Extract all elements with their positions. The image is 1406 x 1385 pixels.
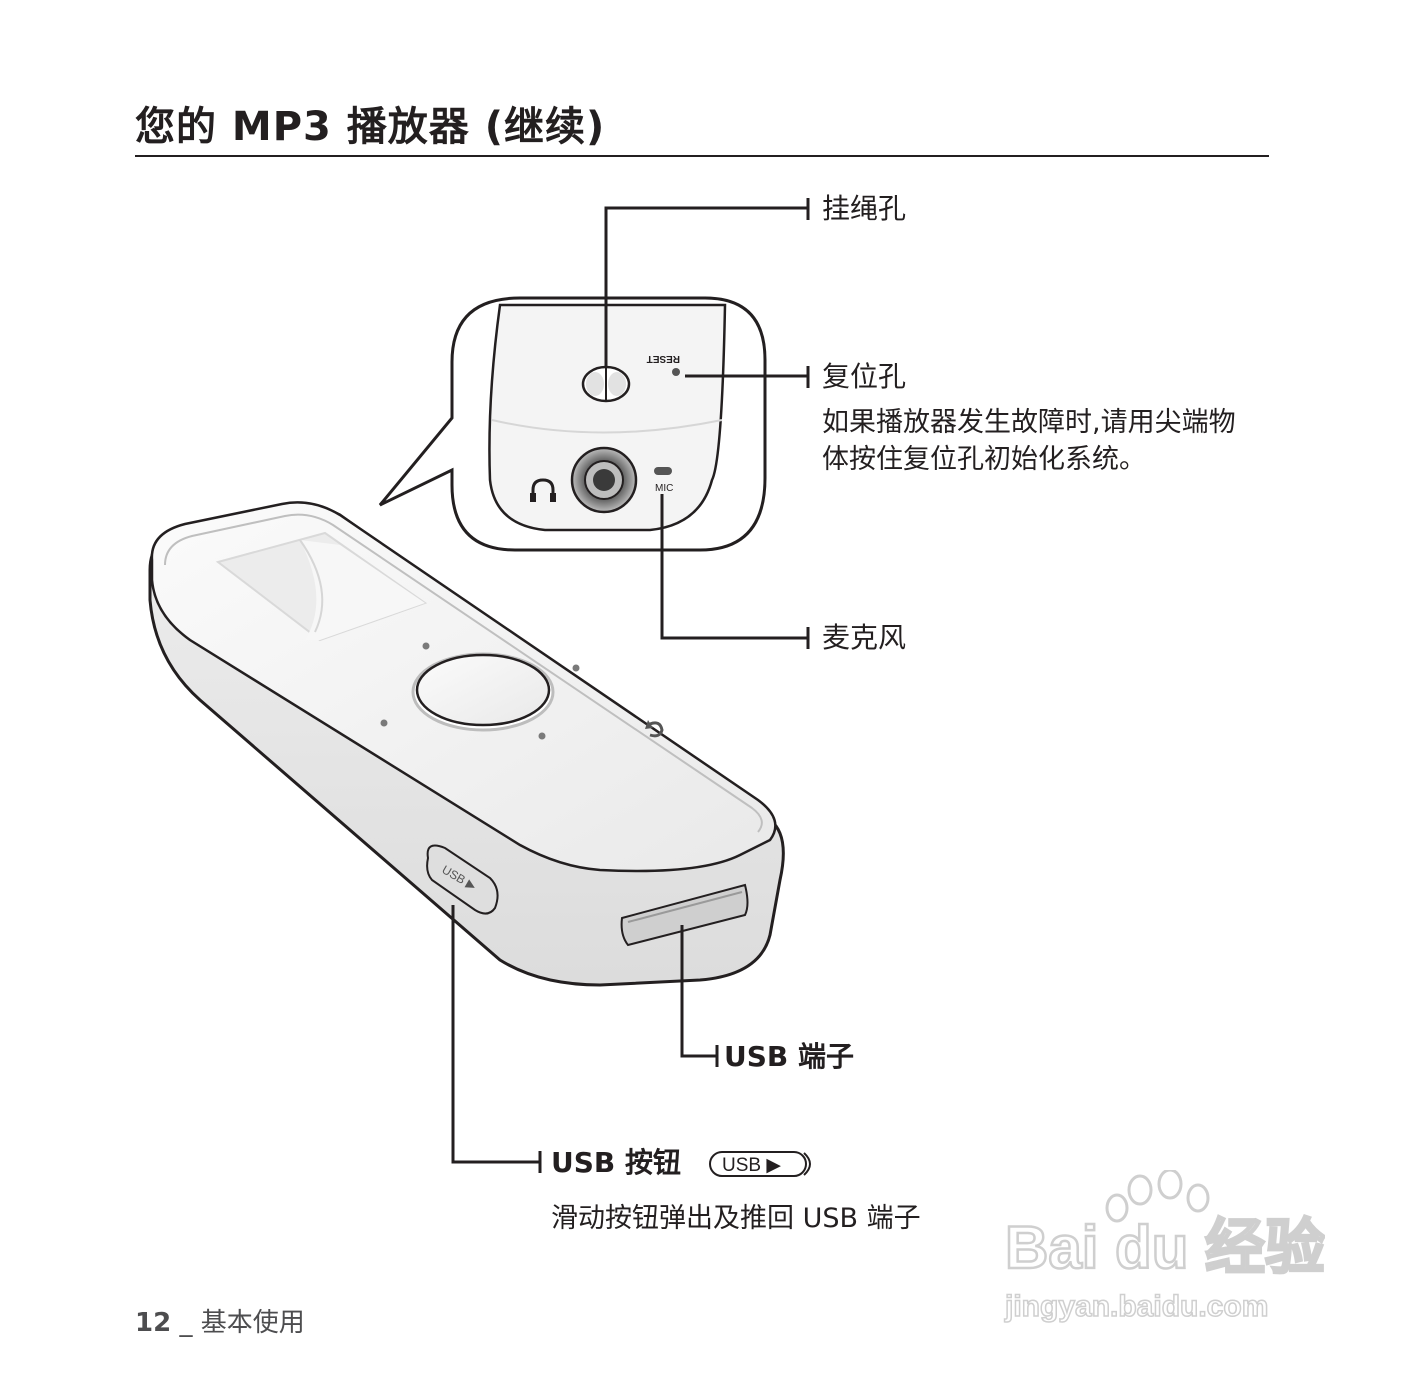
page-number: 12 (135, 1308, 172, 1338)
reset-marking: RESET (647, 353, 680, 364)
title-rule (135, 155, 1269, 157)
usb-slider-pill-icon: USB ▶ (708, 1151, 811, 1177)
callout-bubble: RESET MIC (378, 296, 767, 552)
leader-lines (451, 198, 810, 1173)
reset-hole-description: 如果播放器发生故障时,请用尖端物体按住复位孔初始化系统。 (822, 407, 1236, 475)
usb-slider-button: USB ▶ (426, 844, 499, 915)
page-title: 您的 MP3 播放器 (继续) (135, 104, 606, 150)
page-footer: 12 _ 基本使用 (135, 1302, 305, 1339)
reset-hole (672, 368, 680, 376)
headphone-jack (570, 446, 638, 514)
navigation-dial (411, 652, 555, 732)
display-screen (215, 531, 428, 642)
footer-section: 基本使用 (200, 1308, 305, 1338)
device-body: USB ▶ (148, 501, 785, 987)
mic-hole (654, 467, 672, 475)
baidu-watermark: Bai du 经验 jingyan.baidu.com (1003, 1170, 1325, 1324)
watermark-brand: Bai du 经验 (1005, 1214, 1325, 1281)
lanyard-hole (581, 365, 631, 403)
back-icon (645, 720, 664, 738)
footer-separator: _ (179, 1308, 193, 1338)
usb-port (620, 883, 749, 947)
watermark-url: jingyan.baidu.com (1004, 1290, 1268, 1323)
usb-button-label: USB 按钮 USB ▶ (551, 1146, 816, 1180)
paw-logo-icon (1105, 1170, 1210, 1223)
microphone-label: 麦克风 (822, 621, 907, 654)
mic-marking: MIC (655, 483, 673, 494)
usb-button-description: 滑动按钮弹出及推回 USB 端子 (551, 1203, 921, 1234)
usb-port-label: USB 端子 (724, 1040, 854, 1073)
reset-hole-label: 复位孔 (822, 360, 907, 393)
usb-pill-text: USB ▶ (722, 1155, 781, 1176)
headphone-icon (530, 478, 556, 502)
lanyard-hole-label: 挂绳孔 (822, 192, 907, 225)
